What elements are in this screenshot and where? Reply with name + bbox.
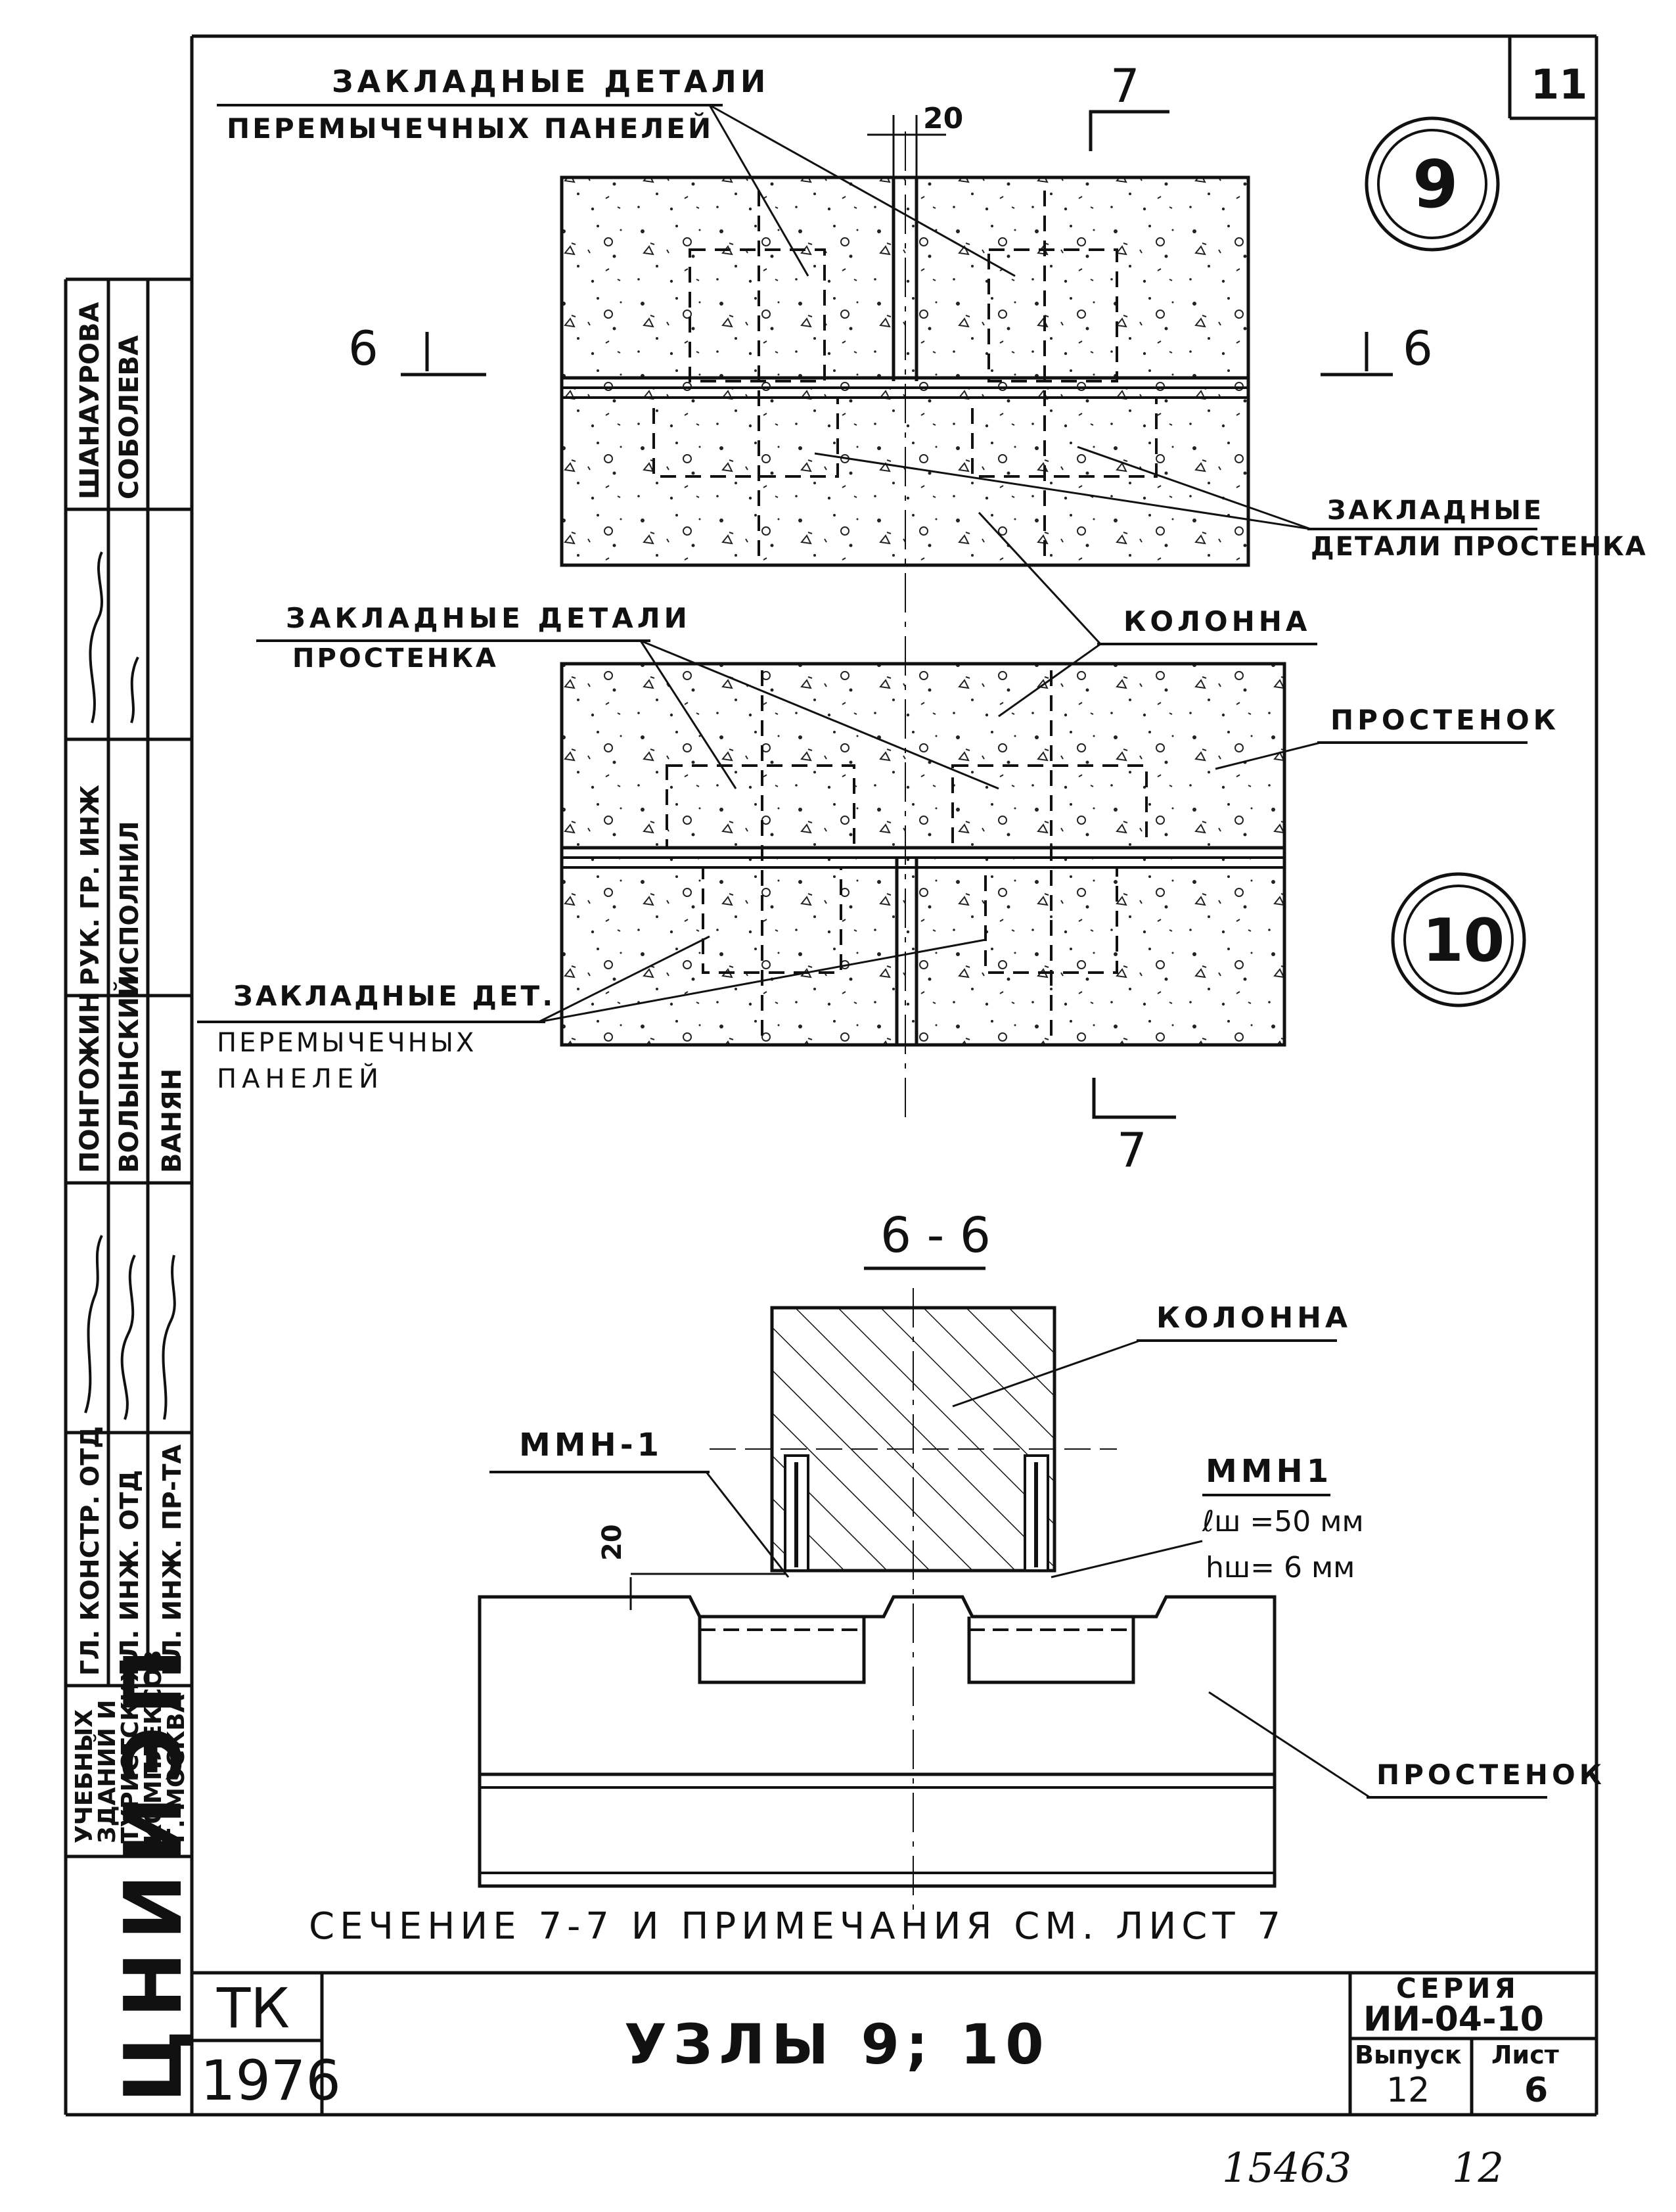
title-year: 1976 [200, 2048, 341, 2113]
title-sheet-value: 6 [1524, 2071, 1548, 2110]
stamp-org-line-1: УЧЕБНЫХ [71, 1709, 98, 1843]
node10-label-bottom-2: ПЕРЕМЫЧЕЧНЫХ [217, 1028, 476, 1058]
node10-section-cut-bottom: 7 [1117, 1122, 1147, 1178]
stamp-name-1: ПОНГОЖИН [75, 992, 105, 1173]
node9-dim-gap: 20 [923, 102, 963, 135]
stamp-org-line-5: Г. МОСКВА [163, 1694, 190, 1843]
title-block: ТК 1976 УЗЛЫ 9; 10 СЕРИЯ ИИ-04-10 Выпуск… [200, 1972, 1559, 2113]
footer-archive-number: 15463 [1222, 2144, 1351, 2192]
stamp-name-4: ШАНАУРОВА [75, 302, 105, 499]
node10-label-column: КОЛОННА [1123, 605, 1311, 637]
node9-marker: 9 [1413, 146, 1459, 223]
stamp-name-5: СОБОЛЕВА [114, 335, 145, 499]
sheet-frame [64, 34, 1598, 2117]
signatures [84, 551, 176, 1420]
stamp-name-2: ВОЛЫНСКИЙ [113, 975, 145, 1173]
node9-label-right-1: ЗАКЛАДНЫЕ [1327, 495, 1544, 526]
stamp-org-line-2: ЗДАНИЙ И [93, 1699, 121, 1843]
title-series-value: ИИ-04-10 [1363, 2000, 1544, 2039]
node10-label-bottom-3: ПАНЕЛЕЙ [217, 1063, 384, 1094]
sheet-corner-number: 11 [1531, 60, 1587, 108]
node10-label-bottom-1: ЗАКЛАДНЫЕ ДЕТ. [233, 980, 555, 1012]
footer-page-number: 12 [1452, 2144, 1504, 2192]
title-issue-label: Выпуск [1355, 2040, 1462, 2069]
node-9-plan: 20 7 6 6 9 ЗАКЛАДНЫЕ ДЕТАЛИ ПЕРЕМЫЧЕЧНЫХ… [217, 59, 1647, 1117]
stamp-role-5: ИСПОЛНИЛ [115, 821, 144, 986]
title-tk: ТК [216, 1976, 290, 2040]
stamp-role-3: ГЛ. ИНЖ. ПР-ТА [158, 1444, 187, 1676]
stamp-role-1: ГЛ. КОНСТР. ОТД [76, 1426, 104, 1676]
stamp-org-line-4: КОМПЛЕКСОВ [140, 1650, 167, 1843]
section66-dim-20: 20 [597, 1524, 627, 1561]
title-series-label: СЕРИЯ [1396, 1972, 1520, 2004]
stamp-org-logo: ЦНИИЭП [108, 1637, 200, 2103]
section66-weld-height: hш= 6 мм [1206, 1551, 1355, 1584]
stamp-role-2: ГЛ. ИНЖ. ОТД [115, 1470, 144, 1676]
section66-label-column: КОЛОННА [1156, 1301, 1351, 1335]
side-stamp: ЦНИИЭП УЧЕБНЫХ ЗДАНИЙ И ТУРИСТСКИХ КОМПЛ… [71, 302, 200, 2103]
node9-label-right-2: ДЕТАЛИ ПРОСТЕНКА [1311, 532, 1647, 562]
section66-label-mmn-right: ММН1 [1206, 1453, 1332, 1490]
node10-marker: 10 [1422, 906, 1505, 975]
section66-weld-length: ℓш =50 мм [1202, 1505, 1364, 1538]
stamp-role-4: РУК. ГР. ИНЖ [76, 785, 104, 986]
section66-label-mmn-left: ММН-1 [519, 1427, 663, 1463]
section-6-6: 6 - 6 20 КОЛОННА ММН-1 ММН1 ℓш =50 мм hш… [478, 1207, 1606, 1919]
node10-label-left-1: ЗАКЛАДНЫЕ ДЕТАЛИ [286, 602, 691, 634]
node9-label-top-2: ПЕРЕМЫЧЕЧНЫХ ПАНЕЛЕЙ [227, 112, 713, 145]
section66-title: 6 - 6 [880, 1207, 991, 1264]
sheet-note: СЕЧЕНИЕ 7-7 И ПРИМЕЧАНИЯ СМ. ЛИСТ 7 [309, 1905, 1286, 1948]
node10-label-pier: ПРОСТЕНОК [1330, 704, 1560, 736]
stamp-name-3: ВАНЯН [157, 1069, 187, 1173]
node-10-plan: 7 10 ЗАКЛАДНЫЕ ДЕТАЛИ ПРОСТЕНКА КОЛОННА … [197, 511, 1560, 1178]
node9-label-top-1: ЗАКЛАДНЫЕ ДЕТАЛИ [332, 64, 769, 99]
node9-section-cut-top: 7 [1110, 59, 1140, 113]
stamp-org-line-3: ТУРИСТСКИХ [117, 1663, 144, 1843]
section66-label-pier: ПРОСТЕНОК [1376, 1759, 1606, 1791]
title-sheet-label: Лист [1491, 2040, 1559, 2069]
title-issue-value: 12 [1386, 2071, 1430, 2110]
node9-section-left: 6 [348, 321, 378, 376]
node10-label-left-2: ПРОСТЕНКА [292, 643, 499, 674]
node9-section-right: 6 [1403, 321, 1433, 376]
title-main: УЗЛЫ 9; 10 [624, 2012, 1051, 2077]
